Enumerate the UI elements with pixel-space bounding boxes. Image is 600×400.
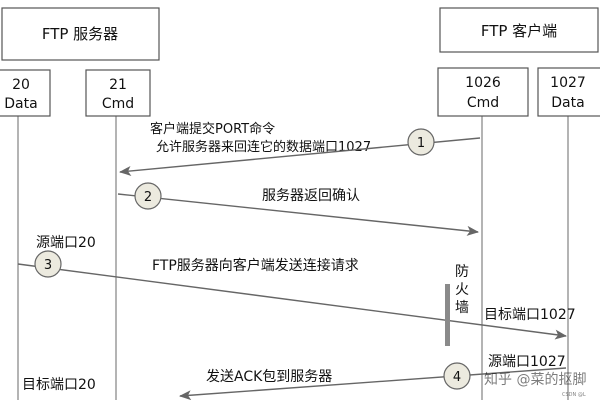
step-3-number: 3 <box>44 258 52 273</box>
step-3-marker <box>34 250 62 278</box>
step-2: 2 服务器返回确认 <box>117 182 479 236</box>
port-number: 21 <box>109 77 127 93</box>
port-role: Cmd <box>102 96 134 112</box>
firewall-label-char: 防 <box>455 264 469 280</box>
step-1-number: 1 <box>417 136 425 151</box>
step-4: 源端口1027 发送ACK包到服务器 目标端口20 4 <box>22 354 567 400</box>
port-box-server-data: 20 Data <box>0 69 51 117</box>
port-number: 1027 <box>550 75 586 91</box>
firewall-label-char: 墙 <box>455 300 469 316</box>
server-title: FTP 服务器 <box>42 25 118 43</box>
step-2-arrow <box>117 193 479 236</box>
step-4-dest-port: 目标端口20 <box>22 377 96 393</box>
port-box-client-data: 1027 Data <box>537 67 600 117</box>
server-header: FTP 服务器 <box>1 7 160 61</box>
firewall-bar <box>445 284 450 346</box>
watermark: 知乎 @菜的抠脚 <box>484 371 586 388</box>
step-3-dest-port: 目标端口1027 <box>484 307 576 323</box>
step-3-arrow <box>17 263 567 340</box>
step-3-label: FTP服务器向客户端发送连接请求 <box>152 257 359 274</box>
step-4-source-port: 源端口1027 <box>488 354 566 370</box>
port-number: 1026 <box>465 75 501 91</box>
step-1-label-line2: 允许服务器来回连它的数据端口1027 <box>156 139 371 155</box>
firewall: 防 火 墙 <box>445 264 469 346</box>
port-role: Data <box>551 95 584 111</box>
step-4-arrow <box>179 367 567 400</box>
step-4-marker <box>443 362 471 390</box>
step-1-label-line1: 客户端提交PORT命令 <box>150 121 275 137</box>
port-role: Cmd <box>467 95 499 111</box>
port-role: Data <box>4 96 37 112</box>
port-box-client-cmd: 1026 Cmd <box>437 67 529 117</box>
step-3: 源端口20 3 FTP服务器向客户端发送连接请求 目标端口1027 <box>17 235 576 340</box>
step-1: 客户端提交PORT命令 允许服务器来回连它的数据端口1027 1 <box>119 121 481 176</box>
step-2-label: 服务器返回确认 <box>262 188 360 204</box>
step-4-number: 4 <box>453 370 461 385</box>
step-1-marker <box>407 128 435 156</box>
port-number: 20 <box>12 77 30 93</box>
step-2-marker <box>134 182 162 210</box>
step-4-label: 发送ACK包到服务器 <box>206 369 332 385</box>
client-title: FTP 客户端 <box>481 22 557 40</box>
step-3-source-port: 源端口20 <box>36 235 96 251</box>
watermark-small: CSDN @L <box>562 392 586 398</box>
firewall-label-char: 火 <box>455 282 469 298</box>
port-box-server-cmd: 21 Cmd <box>85 69 151 117</box>
step-2-number: 2 <box>144 190 152 205</box>
client-header: FTP 客户端 <box>439 7 599 53</box>
